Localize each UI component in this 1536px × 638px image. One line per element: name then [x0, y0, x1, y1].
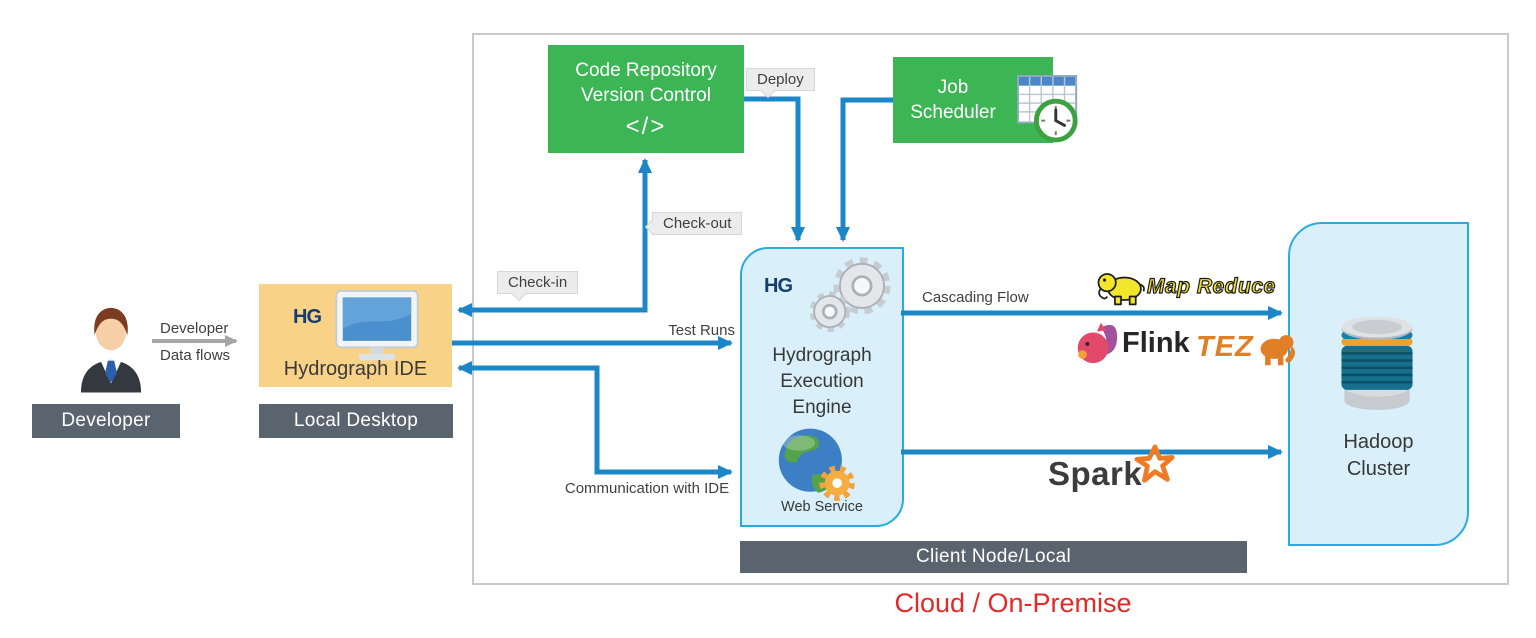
- hydrograph-ide-box: HG Hydrograph IDE: [259, 284, 452, 387]
- local-desktop-caption: Local Desktop: [293, 410, 419, 431]
- code-glyph-icon: </>: [625, 112, 667, 140]
- web-service-globe-icon: [778, 428, 855, 501]
- engine-title-line3: Engine: [792, 397, 852, 418]
- spark-label: Spark: [1048, 455, 1143, 492]
- tez-elephant-icon: [1260, 335, 1295, 366]
- tez-label: TEZ: [1196, 330, 1254, 363]
- web-service-label: Web Service: [781, 499, 863, 515]
- calendar-clock-icon: [1017, 75, 1078, 143]
- local-desktop-caption-bar: Local Desktop: [259, 404, 453, 438]
- hydrograph-ide-label: Hydrograph IDE: [283, 358, 428, 380]
- database-stack-icon: [1341, 316, 1413, 411]
- flink-squirrel-icon: [1077, 322, 1118, 364]
- client-node-bar: Client Node/Local: [740, 541, 1247, 573]
- hadoop-line1: Hadoop: [1343, 431, 1414, 453]
- hadoop-line2: Cluster: [1346, 458, 1411, 480]
- job-scheduler-line1: Job: [937, 77, 969, 98]
- execution-engine-box: HG Hydrograph Execution Engine Web Servi…: [740, 247, 904, 527]
- check-in-tag: Check-in: [497, 271, 579, 294]
- job-scheduler-box: Job Scheduler: [893, 57, 1078, 143]
- hadoop-cluster-box: Hadoop Cluster: [1288, 222, 1469, 546]
- desktop-monitor-icon: [335, 290, 419, 361]
- gears-icon: [809, 257, 891, 332]
- developer-caption-bar: Developer: [32, 404, 180, 438]
- communication-label: Communication with IDE: [564, 480, 730, 497]
- spark-star-icon: [1134, 444, 1175, 483]
- dev-flow-label-bottom: Data flows: [160, 347, 231, 364]
- job-scheduler-line2: Scheduler: [910, 102, 996, 123]
- code-repository-box: Code Repository Version Control </>: [548, 45, 744, 153]
- engine-title-line2: Execution: [780, 371, 864, 392]
- developer-caption: Developer: [61, 410, 151, 431]
- deploy-tag: Deploy: [746, 68, 815, 91]
- code-repository-line1: Code Repository: [575, 59, 717, 81]
- flink-logo: Flink: [1072, 318, 1190, 368]
- spark-logo: Spark: [1048, 444, 1176, 493]
- hg-logo-ide: HG: [293, 306, 322, 328]
- developer-person-icon: [80, 307, 142, 393]
- engine-title-line1: Hydrograph: [772, 345, 872, 366]
- mapreduce-label: Map Reduce: [1146, 274, 1276, 298]
- code-repository-line2: Version Control: [581, 84, 711, 106]
- mapreduce-logo: Map Reduce: [1095, 265, 1276, 309]
- tez-logo: TEZ: [1196, 326, 1298, 368]
- client-node-caption: Client Node/Local: [915, 546, 1072, 567]
- mapreduce-elephant-icon: [1097, 273, 1145, 306]
- test-runs-label: Test Runs: [668, 322, 735, 339]
- cascading-flow-label: Cascading Flow: [922, 289, 1029, 306]
- dev-flow-label-top: Developer: [160, 320, 229, 337]
- flink-label: Flink: [1122, 326, 1190, 359]
- check-out-tag: Check-out: [652, 212, 743, 235]
- cloud-caption: Cloud / On-Premise: [894, 588, 1132, 618]
- hg-logo-engine: HG: [764, 275, 793, 297]
